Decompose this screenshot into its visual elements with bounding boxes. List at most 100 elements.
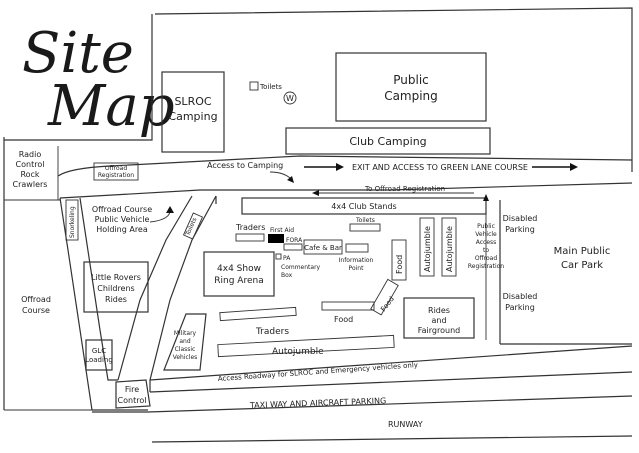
little-rovers-label-line3: Rides [105, 295, 127, 304]
offroad-registration-label-line1: Offroad [105, 165, 128, 172]
cafe-bar-block [303, 239, 343, 255]
first-aid-label: First Aid [270, 227, 294, 234]
map-title-line1: Site [22, 21, 134, 86]
club-stands-label: 4x4 Club Stands [331, 202, 396, 211]
traders-top-label: Traders [235, 223, 265, 232]
radio-control-label-line3: Rock [20, 170, 39, 179]
offroad-holding-label-line1: Offroad Course [92, 205, 152, 214]
radio-control-road-edge [4, 146, 60, 201]
traders-bottom-block [219, 306, 297, 322]
food-center-label: Food [334, 315, 353, 324]
rides-fairground-label-line3: Fairground [418, 326, 460, 335]
little-rovers-area [83, 261, 149, 313]
cafe-bar-label: Cafe & Bar [304, 244, 342, 252]
slroc-camping-label-line2: Camping [168, 110, 217, 123]
pa-commentary-label-line1: PA [283, 255, 291, 262]
public-camping-area [335, 52, 487, 122]
military-classic-label-line4: Vehicles [173, 354, 198, 361]
autojumble-v2-label: Autojumble [445, 226, 454, 272]
autojumble-v1-block [419, 217, 435, 277]
information-point-label-line2: Point [349, 265, 365, 272]
fire-control-label-line2: Control [118, 396, 147, 405]
snorkeling-area [65, 199, 79, 241]
glc-loading-label-line2: Loading [85, 356, 113, 364]
public-vehicle-access-label-line2: Vehicle [475, 231, 497, 238]
radio-control-label-line1: Radio [19, 150, 42, 159]
food-vertical-block [391, 239, 407, 281]
show-ring-arena [203, 251, 275, 297]
main-car-park-line2: Car Park [561, 260, 603, 271]
upper-road-bottom-edge [59, 182, 633, 199]
access-roadway-lower-edge [149, 371, 633, 393]
slroc-camping-label-line1: SLROC [174, 95, 211, 108]
main-car-park-line1: Main Public [554, 246, 611, 257]
fora-block [283, 243, 303, 251]
autojumble-v2-block [441, 217, 457, 277]
information-point-block [345, 243, 369, 253]
to-offroad-registration-label: To Offroad Registration [364, 185, 445, 193]
public-vehicle-access-label-line4: to [483, 247, 489, 254]
offroad-holding-label-line2: Public Vehicle [95, 215, 150, 224]
holding-area-arrowhead [166, 206, 174, 213]
taxi-way-lower-edge [147, 395, 633, 413]
to-offroad-registration-arrowhead [312, 190, 319, 196]
access-to-camping-label: Access to Camping [207, 161, 283, 170]
autojumble-bottom-block [217, 334, 395, 358]
public-camping-label-line1: Public [393, 73, 429, 87]
car-park-boundary [499, 200, 632, 345]
military-classic-label-line3: Classic [175, 346, 196, 353]
little-rovers-label-line1: Little Rovers [91, 273, 141, 282]
exit-arrowhead-right [570, 163, 578, 171]
club-camping-label: Club Camping [349, 135, 426, 148]
food-angled-label: Food [379, 295, 396, 313]
map-title-line2: Map [47, 74, 175, 139]
centre-road-right-edge [149, 195, 217, 392]
pa-commentary-label-line3: Box [281, 272, 293, 279]
fora-label: FORA [286, 237, 303, 244]
toilets-vertical-block [182, 212, 204, 240]
offroad-course-label-line1: Offroad [21, 295, 51, 304]
toilets-label: Toilets [259, 83, 282, 91]
show-ring-label-line2: Ring Arena [214, 276, 263, 286]
military-classic-area [163, 313, 207, 371]
offroad-registration-label-line2: Registration [98, 172, 134, 179]
runway-label: RUNWAY [388, 420, 423, 429]
radio-control-label-line4: Crawlers [13, 180, 48, 189]
public-vehicle-access-label-line6: Registration [468, 263, 504, 270]
fire-control-area [115, 379, 151, 409]
glc-loading-area [85, 339, 113, 371]
autojumble-v1-label: Autojumble [423, 226, 432, 272]
runway-lower-edge [151, 435, 633, 443]
w-circle-letter: W [286, 94, 294, 103]
disabled-parking-bottom-line2: Parking [505, 303, 535, 312]
traders-bottom-label: Traders [255, 327, 289, 337]
autojumble-bottom-label: Autojumble [272, 347, 324, 357]
radio-control-label-line2: Control [16, 160, 45, 169]
disabled-parking-bottom-line1: Disabled [503, 292, 538, 301]
access-roadway-label: Access Roadway for SLROC and Emergency v… [218, 361, 419, 383]
exit-access-label: EXIT AND ACCESS TO GREEN LANE COURSE [352, 163, 528, 172]
left-road-outer-edge [59, 197, 148, 411]
show-ring-label-line1: 4x4 Show [217, 264, 261, 274]
fire-control-label-line1: Fire [125, 385, 139, 394]
public-vehicle-access-arrowhead [483, 194, 489, 201]
upper-road-top-edge [57, 155, 633, 177]
traders-top-block [235, 233, 265, 242]
public-vehicle-access-label-line1: Public [477, 223, 495, 230]
access-roadway-upper-edge [149, 345, 633, 381]
centre-road-left-edge [117, 195, 193, 381]
toilets-centre-block [349, 223, 381, 232]
pa-commentary-label-line2: Commentary [281, 264, 321, 271]
rides-fairground-area [403, 297, 475, 339]
pa-commentary-block [275, 253, 282, 260]
disabled-parking-top-line2: Parking [505, 225, 535, 234]
rides-fairground-label-line1: Rides [428, 306, 450, 315]
left-road-inner-edge [79, 197, 118, 381]
holding-area-arrow [149, 211, 171, 223]
rides-fairground-label-line2: and [431, 316, 446, 325]
disabled-parking-top-line1: Disabled [503, 214, 538, 223]
offroad-course-label-line2: Course [22, 306, 50, 315]
toilets-vertical-label: Toilets [184, 217, 198, 238]
food-vertical-label: Food [395, 255, 404, 274]
food-center-block [321, 301, 375, 311]
